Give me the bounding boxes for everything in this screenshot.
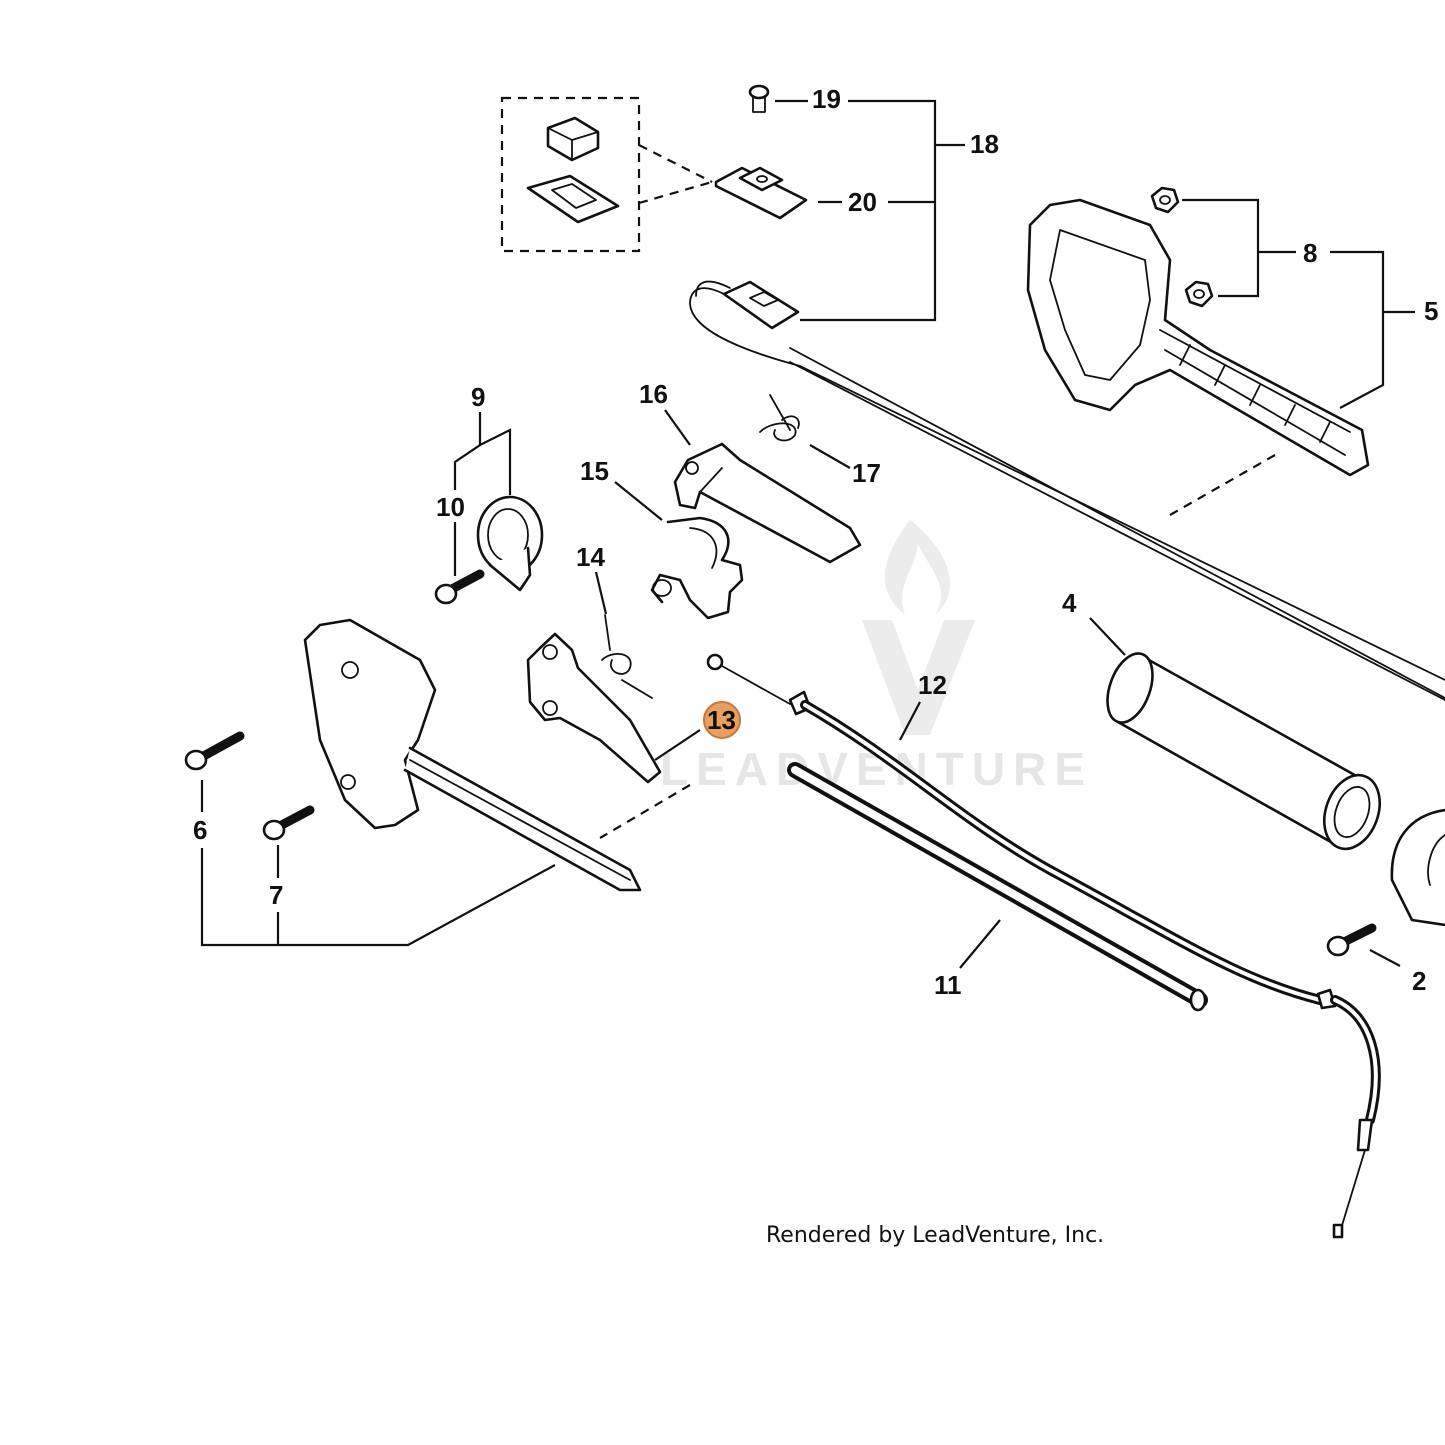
screw-10 (434, 569, 485, 605)
trigger-13 (526, 632, 662, 784)
callout-14[interactable]: 14 (576, 542, 605, 572)
clamp-9 (476, 495, 544, 592)
callout-10[interactable]: 10 (436, 492, 465, 522)
callout-11[interactable]: 11 (934, 970, 962, 1000)
shaft-line (789, 347, 1445, 699)
callout-16[interactable]: 16 (639, 379, 668, 409)
spring-14 (601, 614, 653, 699)
callout-13-highlight[interactable] (703, 701, 741, 739)
callout-6[interactable]: 6 (193, 815, 207, 845)
tube-11 (787, 762, 1208, 1012)
handle-5 (1026, 198, 1370, 477)
callout-2[interactable]: 2 (1412, 966, 1426, 996)
screw-2 (1326, 923, 1377, 957)
stop-switch-18 (689, 280, 1445, 701)
screw-19 (748, 84, 770, 113)
lever-16 (673, 442, 862, 564)
callout-19[interactable]: 19 (812, 84, 841, 114)
linkage-15 (650, 516, 744, 620)
callout-8[interactable]: 8 (1303, 238, 1317, 268)
spring-17 (759, 394, 800, 442)
callout-18[interactable]: 18 (970, 129, 999, 159)
callout-12[interactable]: 12 (918, 670, 947, 700)
trigger-axis (599, 784, 691, 839)
watermark-logo (862, 520, 975, 735)
handle-housing (303, 618, 642, 892)
kit-box (500, 96, 713, 253)
nut-8a (1150, 186, 1180, 214)
callout-7[interactable]: 7 (269, 880, 283, 910)
callout-9[interactable]: 9 (471, 382, 485, 412)
grip-4 (1106, 652, 1381, 851)
callout-4[interactable]: 4 (1062, 588, 1077, 618)
callout-5[interactable]: 5 (1424, 296, 1438, 326)
leader-lines (200, 99, 1415, 969)
nut-8b (1184, 280, 1214, 308)
switch-plate-20 (714, 166, 808, 220)
callout-20[interactable]: 20 (848, 187, 877, 217)
callout-13[interactable]: 13 (707, 705, 736, 735)
render-credit: Rendered by LeadVenture, Inc. (766, 1223, 1104, 1248)
cable-12 (706, 653, 1381, 1239)
screw-7 (262, 805, 315, 841)
handle-axis (1169, 454, 1276, 516)
callout-17[interactable]: 17 (852, 458, 881, 488)
callout-15[interactable]: 15 (580, 456, 609, 486)
screw-6 (184, 731, 245, 771)
clamp-3-partial (1390, 808, 1445, 927)
